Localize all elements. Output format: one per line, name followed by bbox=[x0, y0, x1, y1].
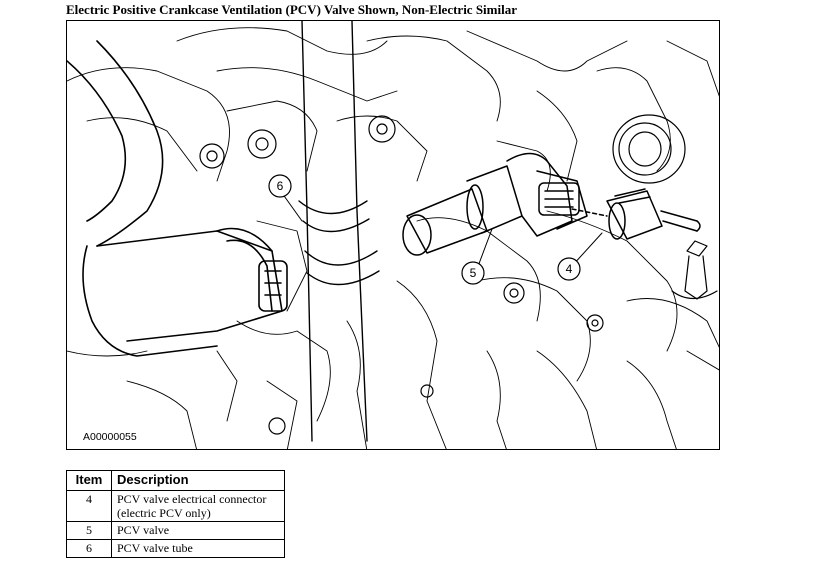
pcv-valve bbox=[402, 152, 588, 256]
callout-6: 6 bbox=[277, 179, 284, 193]
pcv-electrical-connector bbox=[571, 188, 701, 240]
description-header: Description bbox=[111, 470, 285, 491]
right-stud bbox=[671, 240, 718, 300]
callout-4: 4 bbox=[566, 262, 573, 276]
item-description: PCV valve tube bbox=[111, 539, 285, 558]
item-number: 4 bbox=[66, 490, 112, 522]
item-header: Item bbox=[66, 470, 112, 491]
table-row: 4 PCV valve electrical connector (electr… bbox=[66, 490, 285, 522]
engine-illustration: 6 5 4 A00000055 bbox=[66, 20, 720, 450]
table-row: 5 PCV valve bbox=[66, 521, 285, 540]
table-row: 6 PCV valve tube bbox=[66, 539, 285, 558]
item-number: 6 bbox=[66, 539, 112, 558]
engine-background-lines bbox=[67, 27, 719, 449]
figure-id-label: A00000055 bbox=[83, 431, 137, 443]
callout-circles bbox=[268, 174, 581, 285]
callout-5: 5 bbox=[470, 266, 477, 280]
right-fitting bbox=[612, 114, 686, 184]
legend-table: Item Description 4 PCV valve electrical … bbox=[66, 470, 285, 558]
legend-header-row: Item Description bbox=[66, 470, 285, 491]
callout-leaders bbox=[281, 192, 603, 270]
item-number: 5 bbox=[66, 521, 112, 540]
vertical-pipe bbox=[298, 21, 380, 442]
pcv-valve-tube bbox=[67, 40, 288, 357]
page-title: Electric Positive Crankcase Ventilation … bbox=[66, 2, 517, 17]
item-description: PCV valve electrical connector (electric… bbox=[111, 490, 285, 522]
bolts bbox=[199, 115, 604, 435]
item-description: PCV valve bbox=[111, 521, 285, 540]
